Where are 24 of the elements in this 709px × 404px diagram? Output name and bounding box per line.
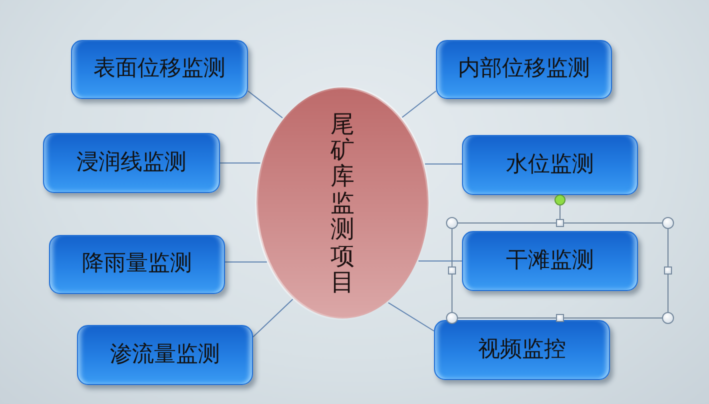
node-title: 尾矿库监测项目 [330, 110, 354, 296]
node-label: 渗流量监测 [110, 342, 220, 368]
process-box [436, 40, 612, 99]
node-label: 浸润线监测 [76, 150, 186, 176]
connector-line [418, 260, 462, 262]
process-box [71, 40, 248, 99]
node-label: 表面位移监测 [94, 56, 226, 83]
connector-line [402, 90, 436, 118]
process-box [43, 133, 220, 193]
node-label: 降雨量监测 [82, 251, 192, 278]
connector-line [388, 302, 434, 332]
node-label: 视频监控 [478, 336, 566, 364]
ellipse-node [255, 86, 430, 320]
process-box [49, 235, 225, 294]
process-box [77, 325, 253, 385]
process-box [462, 231, 638, 291]
node-label: 水位监测 [506, 152, 594, 178]
node-label: 干滩监测 [506, 248, 594, 274]
process-box [462, 135, 638, 195]
connector-line [252, 298, 294, 338]
node-label: 内部位移监测 [458, 56, 590, 83]
process-box [434, 320, 610, 380]
connector-line [220, 162, 261, 164]
connector-line [248, 90, 283, 118]
